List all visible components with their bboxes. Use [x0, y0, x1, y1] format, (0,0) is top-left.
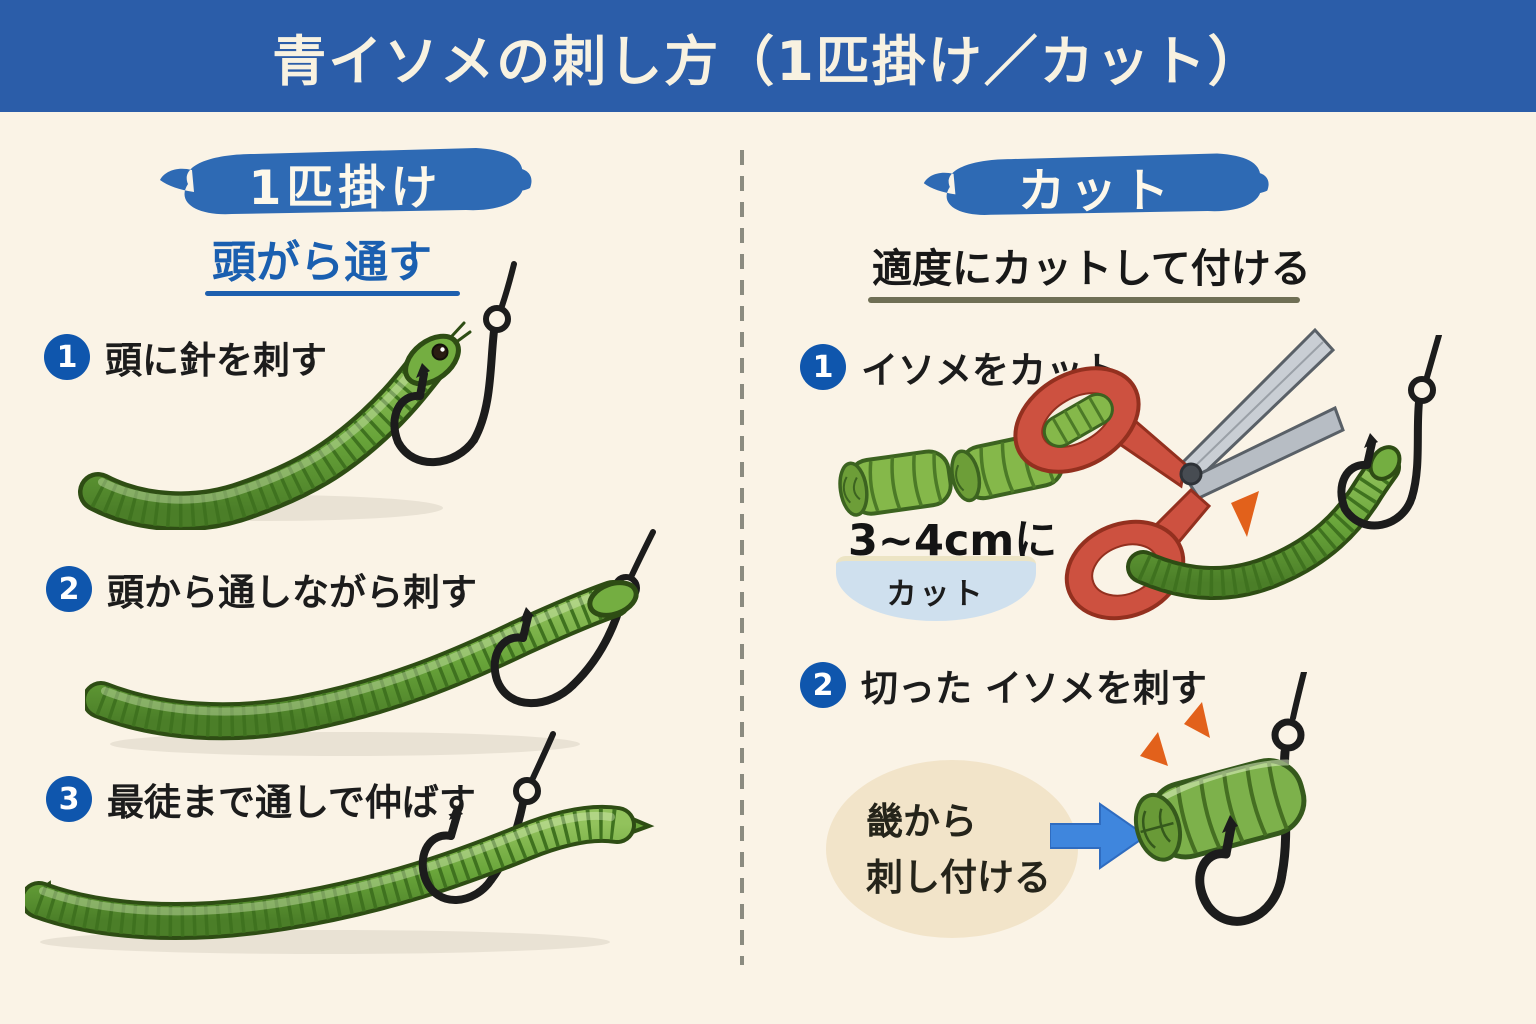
right-subtitle: 適度にカットして付ける: [872, 246, 1311, 292]
section-badge-label: カット: [1018, 163, 1174, 219]
step-number-badge: 1: [800, 344, 846, 390]
step-number-badge: 1: [44, 334, 90, 380]
title-bar: 青イソメの刺し方（1匹掛け／カット）: [0, 0, 1536, 112]
right-step-1: 1 イソメをカット: [800, 340, 1120, 394]
section-badge-single-hook: 1匹掛け: [158, 142, 533, 224]
cut-bubble-label: カット: [886, 577, 986, 612]
note-bubble-text: 畿から 刺し付ける: [866, 794, 1051, 905]
worm-extended-on-hook-icon: [25, 731, 655, 954]
brush-stroke-icon: [923, 153, 1269, 215]
arrow-right-icon: [1050, 802, 1148, 870]
section-badge-label: 1匹掛け: [248, 160, 443, 216]
step-number-badge: 2: [800, 662, 846, 708]
step-label: 頭から通しながら刺す: [107, 571, 477, 614]
left-step-1: 1 頭に針を刺す: [44, 330, 327, 384]
worm-on-hook-head-icon: [78, 261, 517, 530]
left-step-2: 2 頭から通しながら刺す: [46, 562, 477, 616]
note-bubble: 畿から 刺し付ける: [826, 760, 1078, 938]
worm-curling-on-hook-icon: [1126, 335, 1442, 600]
worm-on-hook-threading-icon: [85, 529, 656, 756]
step-label: 最徒まで通しで仲ばす: [107, 781, 476, 824]
step-label: 切った イソメを刺す: [861, 667, 1207, 710]
column-divider: [740, 150, 744, 965]
left-step-3: 3 最徒まで通しで仲ばす: [46, 772, 476, 826]
step-number-badge: 3: [46, 776, 92, 822]
right-subtitle-underline: [868, 297, 1300, 303]
section-badge-cut: カット: [922, 146, 1270, 226]
step-label: 頭に針を刺す: [105, 339, 327, 382]
note-line-1: 畿から: [866, 800, 977, 843]
left-subtitle-underline: [205, 291, 460, 296]
right-step-2: 2 切った イソメを刺す: [800, 658, 1207, 712]
brush-stroke-icon: [160, 148, 532, 215]
page-title: 青イソメの刺し方（1匹掛け／カット）: [272, 29, 1264, 93]
step-number-badge: 2: [46, 566, 92, 612]
cut-worm-pieces-icon: [838, 431, 1065, 517]
scissors-icon: [1013, 327, 1345, 621]
left-subtitle: 頭がら通す: [212, 237, 432, 288]
note-line-2: 刺し付ける: [866, 855, 1051, 899]
worm-chunk-on-hook-icon: [1133, 672, 1307, 926]
